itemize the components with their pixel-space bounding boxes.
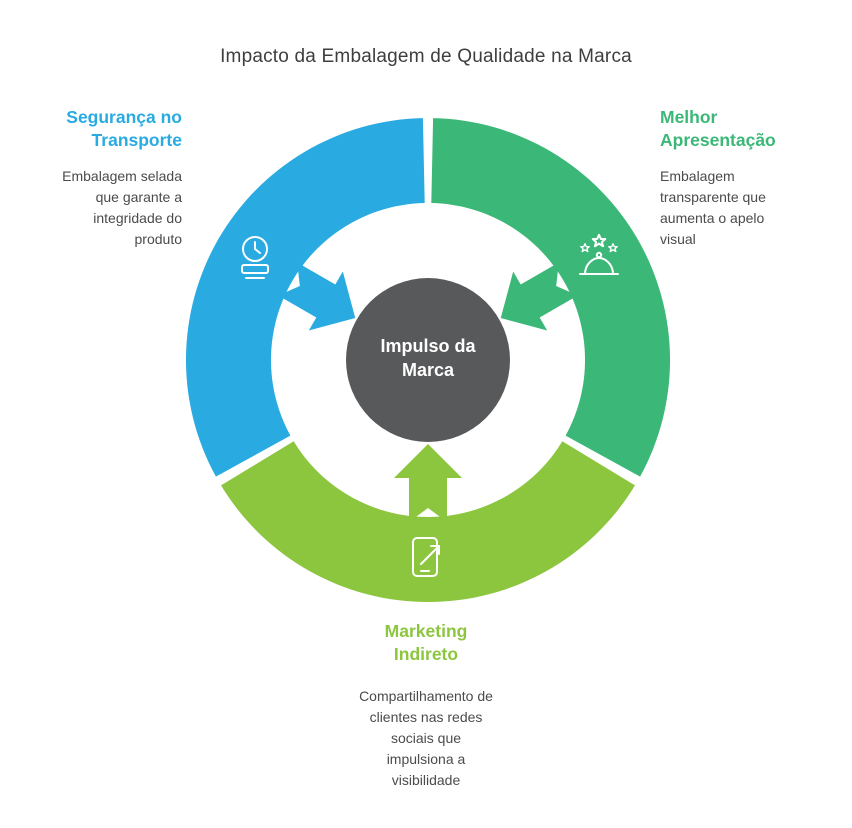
arrow-marketing bbox=[394, 444, 462, 522]
segment-heading-marketing: Marketing Indireto bbox=[384, 621, 468, 665]
segment-body-apresentacao: Embalagem transparente que aumenta o ape… bbox=[660, 168, 766, 248]
center-label: Impulso da Marca bbox=[380, 336, 476, 381]
clock-stand-icon bbox=[241, 236, 269, 279]
inward-arrows bbox=[278, 262, 578, 522]
cloche-stars-icon bbox=[579, 233, 619, 275]
ring-segments bbox=[185, 118, 671, 603]
segment-heading-apresentacao: Melhor Apresentação bbox=[660, 107, 776, 151]
label-block-apresentacao: Melhor Apresentação Embalagem transparen… bbox=[660, 106, 820, 250]
segment-arc-seguranca bbox=[185, 118, 425, 477]
label-block-marketing: Marketing Indireto Compartilhamento de c… bbox=[336, 620, 516, 791]
segment-body-seguranca: Embalagem selada que garante a integrida… bbox=[62, 168, 182, 248]
arrow-seguranca bbox=[278, 262, 356, 331]
page-title: Impacto da Embalagem de Qualidade na Mar… bbox=[220, 46, 632, 67]
segment-body-marketing: Compartilhamento de clientes nas redes s… bbox=[359, 688, 493, 789]
label-block-seguranca: Segurança no Transporte Embalagem selada… bbox=[10, 106, 182, 250]
segment-arc-marketing bbox=[221, 441, 635, 603]
phone-growth-icon bbox=[412, 537, 440, 577]
center-circle bbox=[346, 278, 510, 442]
segment-arc-apresentacao bbox=[431, 118, 671, 477]
segment-heading-seguranca: Segurança no Transporte bbox=[66, 107, 182, 151]
arrow-apresentacao bbox=[500, 262, 578, 331]
